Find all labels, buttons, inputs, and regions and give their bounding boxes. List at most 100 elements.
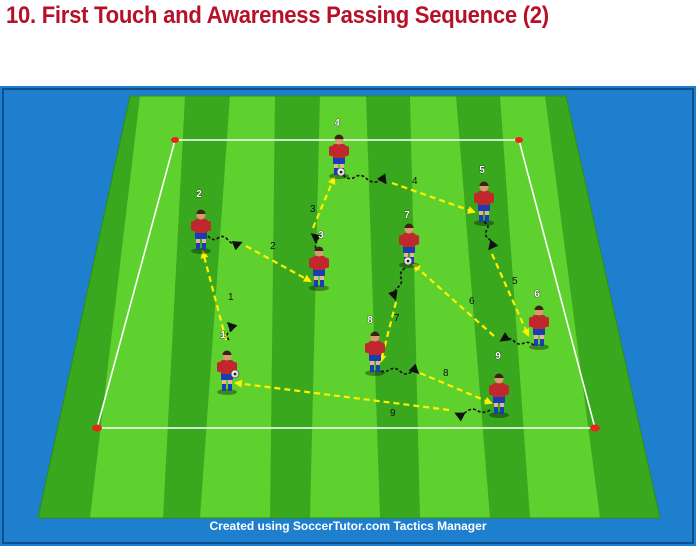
player-6: 6 [529,289,549,350]
pass-label: 6 [469,296,475,307]
player-8: 8 [365,315,385,376]
pass-line-4 [391,181,476,214]
player-number-label: 8 [367,315,373,326]
pass-line-9 [234,379,450,412]
player-shorts [195,232,207,239]
player-sock [540,339,544,346]
pass-label: 2 [270,241,276,252]
dribble-path [376,363,420,375]
dribble-path [342,173,387,185]
player-shirt [194,219,208,233]
player-number-label: 1 [220,330,226,341]
pass-line-5 [490,253,530,337]
page-title: 10. First Touch and Awareness Passing Se… [6,2,549,29]
player-shirt [332,144,346,158]
player-hair [534,305,544,310]
pass-line-8 [419,371,493,405]
player-hair [370,331,380,336]
player-number-label: 9 [495,351,501,362]
player-shirt [220,360,234,374]
player-sock [314,280,318,287]
player-shorts [403,246,415,253]
player-hair [222,350,232,355]
player-sock [534,339,538,346]
player-sock [500,407,504,414]
player-hair [479,181,489,186]
player-shirt [402,233,416,247]
player-5: 5 [474,165,494,226]
pass-line-2 [245,245,312,282]
player-number-label: 6 [534,289,540,300]
tactics-diagram: 1 2 3 4 5 6 7 8 9 1 2 3 4 5 6 7 8 9 Created usin… [0,86,696,546]
player-shirt [312,256,326,270]
player-sock [370,365,374,372]
player-4: 4 [329,118,349,179]
dribble-path [388,267,406,301]
pass-line-1 [200,250,228,341]
player-sock [334,168,338,175]
player-shirt [477,191,491,205]
cone [515,137,523,143]
player-shadow [217,389,237,395]
player-shadow [191,248,211,254]
player-shirt [532,315,546,329]
footer-credit: Created using SoccerTutor.com Tactics Ma… [210,519,487,533]
dribble-path [499,331,535,346]
players: 1 2 3 4 5 6 7 8 9 [191,118,549,418]
player-number-label: 5 [479,165,485,176]
cones [92,137,600,432]
player-sock [494,407,498,414]
pass-label: 3 [310,204,316,215]
dribble-path [454,408,491,422]
player-shorts [493,396,505,403]
player-shorts [533,328,545,335]
pass-label: 1 [228,292,234,303]
pass-line-3 [311,176,336,229]
player-shorts [369,354,381,361]
pass-label: 4 [412,176,418,187]
player-number-label: 7 [404,210,410,221]
player-shadow [529,344,549,350]
player-sock [202,243,206,250]
player-hair [334,134,344,139]
player-sock [376,365,380,372]
pass-lines [200,176,530,412]
dribble-path [207,235,243,251]
pass-line-6 [412,263,495,337]
dribble-path [226,321,238,341]
player-hair [494,373,504,378]
player-shorts [333,157,345,164]
player-shadow [474,220,494,226]
pass-label: 7 [394,313,400,324]
dribble-path [483,221,499,251]
player-sock [228,384,232,391]
pass-label: 8 [443,368,449,379]
player-shorts [478,204,490,211]
player-sock [222,384,226,391]
player-hair [404,223,414,228]
player-shadow [489,412,509,418]
player-shirt [492,383,506,397]
cone [171,137,179,143]
player-sock [485,215,489,222]
player-1: 1 [217,330,240,395]
player-sock [196,243,200,250]
player-number-label: 2 [196,189,202,200]
pass-labels: 1 2 3 4 5 6 7 8 9 [228,176,518,419]
player-hair [196,209,206,214]
player-2: 2 [191,189,211,254]
player-sock [479,215,483,222]
player-shorts [221,373,233,380]
ball-icon [336,167,346,177]
player-sock [320,280,324,287]
ball-icon [230,369,240,379]
ball-icon [403,256,413,266]
player-7: 7 [399,210,419,268]
player-number-label: 3 [318,230,324,241]
player-shadow [365,370,385,376]
cone [92,424,102,432]
player-hair [314,246,324,251]
pass-label: 5 [512,276,518,287]
cone [590,424,600,432]
pitch [37,95,661,519]
